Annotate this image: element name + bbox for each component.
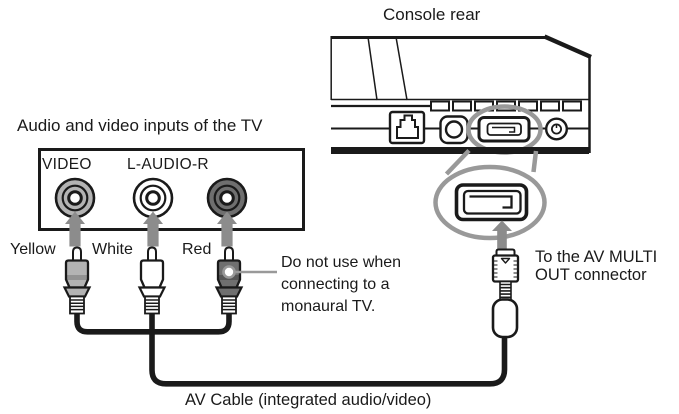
monaural-note-line3: monaural TV. — [281, 298, 376, 315]
console-up-arrow — [492, 220, 512, 249]
console-top-crease-left — [367, 36, 378, 101]
tv-input-panel — [38, 148, 305, 231]
magnifier-callout — [433, 148, 547, 241]
tv-up-arrows — [65, 211, 237, 247]
magnifier-cone-right — [531, 150, 539, 173]
video-jack — [54, 177, 96, 219]
av-plug-ferrite — [491, 298, 519, 339]
av-multi-plug — [491, 248, 520, 339]
av-multi-out-port — [477, 116, 531, 143]
red-plug-label: Red — [182, 241, 212, 258]
magnifier-cone-left — [444, 148, 471, 176]
magnified-av-multi-out-port — [454, 183, 529, 222]
av-multi-out-callout-line1: To the AV MULTI — [535, 248, 658, 266]
av-cable-main-run — [149, 313, 508, 387]
red-up-arrow — [217, 211, 237, 247]
av-plug-notch — [500, 257, 511, 264]
av-multi-out-callout-line2: OUT connector — [535, 266, 647, 284]
white-plug — [137, 246, 167, 315]
console-rear-label: Console rear — [383, 5, 481, 24]
red-plug — [214, 246, 244, 315]
video-jack-label: VIDEO — [42, 156, 92, 173]
optical-port — [439, 115, 469, 145]
console-base-bar — [331, 147, 589, 154]
white-up-arrow — [143, 211, 163, 247]
monaural-note-line1: Do not use when — [281, 254, 402, 271]
white-plug-label: White — [92, 241, 133, 258]
note-leader-dot — [222, 265, 236, 279]
video-up-arrow — [65, 211, 85, 247]
console-top-crease-right — [395, 36, 408, 101]
yellow-plug-label: Yellow — [10, 241, 56, 258]
av-cable-branch-bar — [74, 313, 232, 335]
console-rear-illustration — [330, 34, 592, 155]
av-plug-side-ridges — [493, 260, 518, 278]
lan-port — [388, 110, 426, 145]
tv-inputs-caption: Audio and video inputs of the TV — [17, 116, 263, 135]
monaural-note-line2: connecting to a — [281, 276, 390, 293]
av-cable-caption: AV Cable (integrated audio/video) — [185, 391, 432, 409]
note-leader — [222, 265, 277, 279]
av-plug-neck-ribs — [499, 283, 512, 299]
round-connector — [545, 117, 569, 141]
audio-left-jack — [132, 177, 174, 219]
yellow-plug — [62, 246, 92, 315]
console-top-right-corner — [543, 34, 592, 60]
audio-right-jack — [206, 177, 248, 219]
audio-jack-label: L-AUDIO-R — [127, 156, 209, 173]
